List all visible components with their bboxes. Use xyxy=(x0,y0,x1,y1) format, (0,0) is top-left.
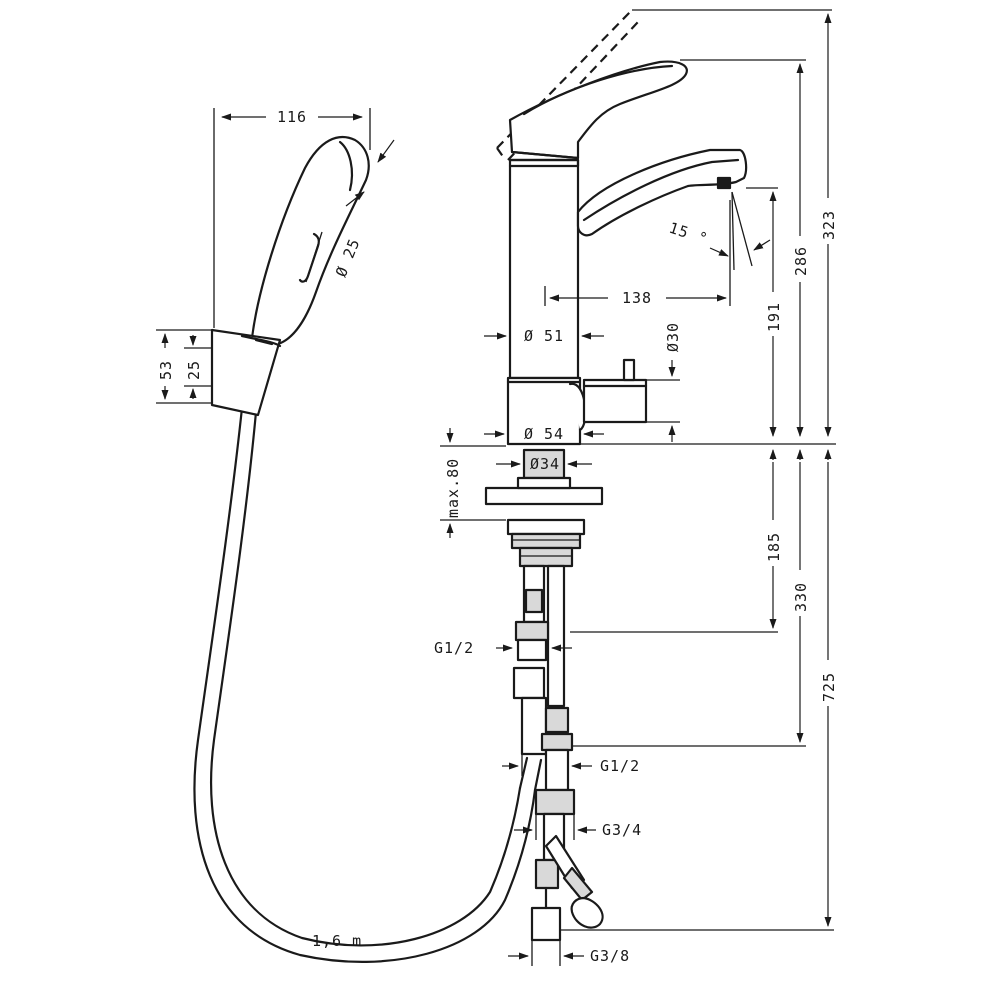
dim-spout-height: 191 xyxy=(765,302,783,332)
faucet-spout xyxy=(576,148,748,237)
dim-body-diameter: Ø 51 xyxy=(524,327,564,345)
thread-label-4: G3/8 xyxy=(590,947,630,965)
faucet xyxy=(484,9,748,942)
shower-holder xyxy=(210,328,282,417)
thread-label-3: G3/4 xyxy=(602,821,642,839)
supply-hoses xyxy=(512,564,604,942)
hand-shower xyxy=(193,135,543,963)
thread-label-1: G1/2 xyxy=(434,639,474,657)
dim-shank-length: 185 xyxy=(765,532,783,562)
dim-hose-length-b: 725 xyxy=(820,672,838,702)
dim-outlet-height: 286 xyxy=(792,246,810,276)
faucet-dimensions: 323 286 191 185 330 725 15 ° xyxy=(312,9,838,966)
dim-holder-height: 53 xyxy=(157,360,175,380)
dim-holder-inner: 25 xyxy=(185,360,203,380)
dim-max-thickness: max.80 xyxy=(444,458,462,518)
dim-total-height: 323 xyxy=(820,210,838,240)
shower-hose xyxy=(193,406,537,963)
dim-spout-angle: 15 ° xyxy=(667,219,711,249)
dim-shank-diameter: Ø34 xyxy=(530,455,560,473)
faucet-body xyxy=(508,158,580,380)
mounting-plate xyxy=(484,486,604,506)
dim-hose-length-a: 330 xyxy=(792,582,810,612)
shower-hose-length: 1,6 m xyxy=(312,932,362,950)
shower-head xyxy=(250,135,370,346)
thread-label-2: G1/2 xyxy=(600,757,640,775)
dim-base-diameter: Ø 54 xyxy=(524,425,564,443)
dim-knob-diameter: Ø30 xyxy=(664,322,682,352)
dim-spout-reach: 138 xyxy=(622,289,652,307)
mixer-lever xyxy=(508,60,688,160)
dim-hand-shower-width: 116 xyxy=(277,108,307,126)
